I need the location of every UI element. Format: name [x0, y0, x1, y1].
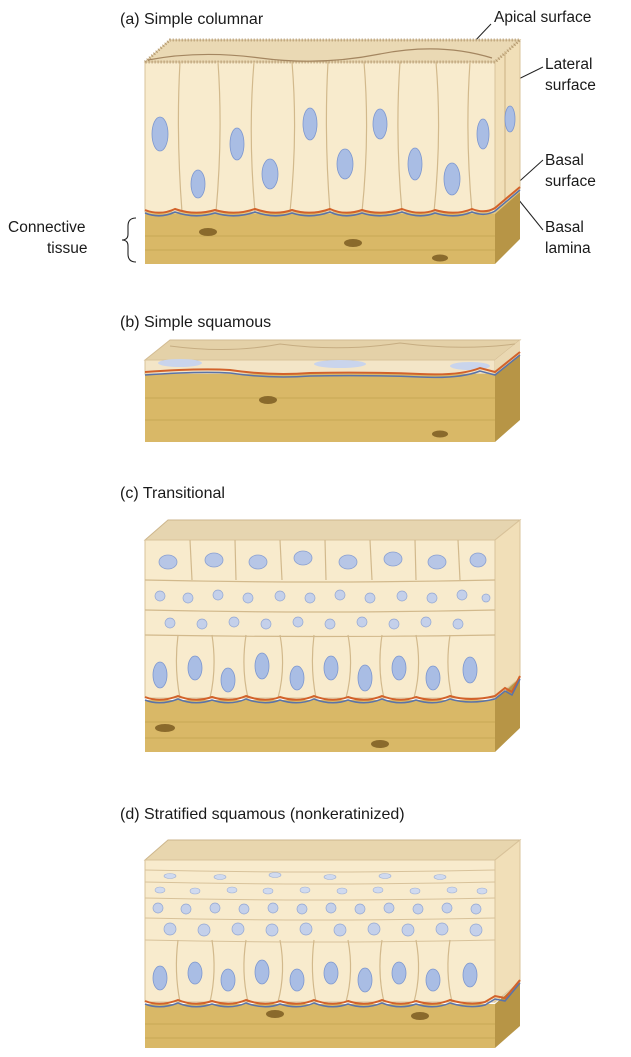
- stratified-squamous-tissue: [140, 830, 525, 1052]
- basal-surface-label-line1: Basal: [545, 152, 584, 170]
- lateral-surface-label-line1: Lateral: [545, 56, 592, 74]
- connective-tissue-label-line2: tissue: [47, 240, 88, 258]
- simple-squamous-tissue: [140, 336, 525, 446]
- connective-brace: [122, 218, 136, 262]
- connective-tissue-label-line1: Connective: [8, 219, 86, 237]
- panel-d-title: (d) Stratified squamous (nonkeratinized): [120, 805, 405, 824]
- transitional-tissue: [140, 510, 525, 755]
- panel-c-title: (c) Transitional: [120, 484, 225, 503]
- stratified-connective: [145, 1004, 495, 1048]
- panel-b-title: (b) Simple squamous: [120, 313, 271, 332]
- lateral-surface-label-line2: surface: [545, 77, 596, 95]
- transitional-connective: [145, 700, 495, 752]
- squamous-top: [145, 340, 520, 360]
- basal-lamina-label-line2: lamina: [545, 240, 591, 258]
- basal-lamina-label-line1: Basal: [545, 219, 584, 237]
- basal-surface-label-line2: surface: [545, 173, 596, 191]
- simple-columnar-tissue: [140, 24, 525, 269]
